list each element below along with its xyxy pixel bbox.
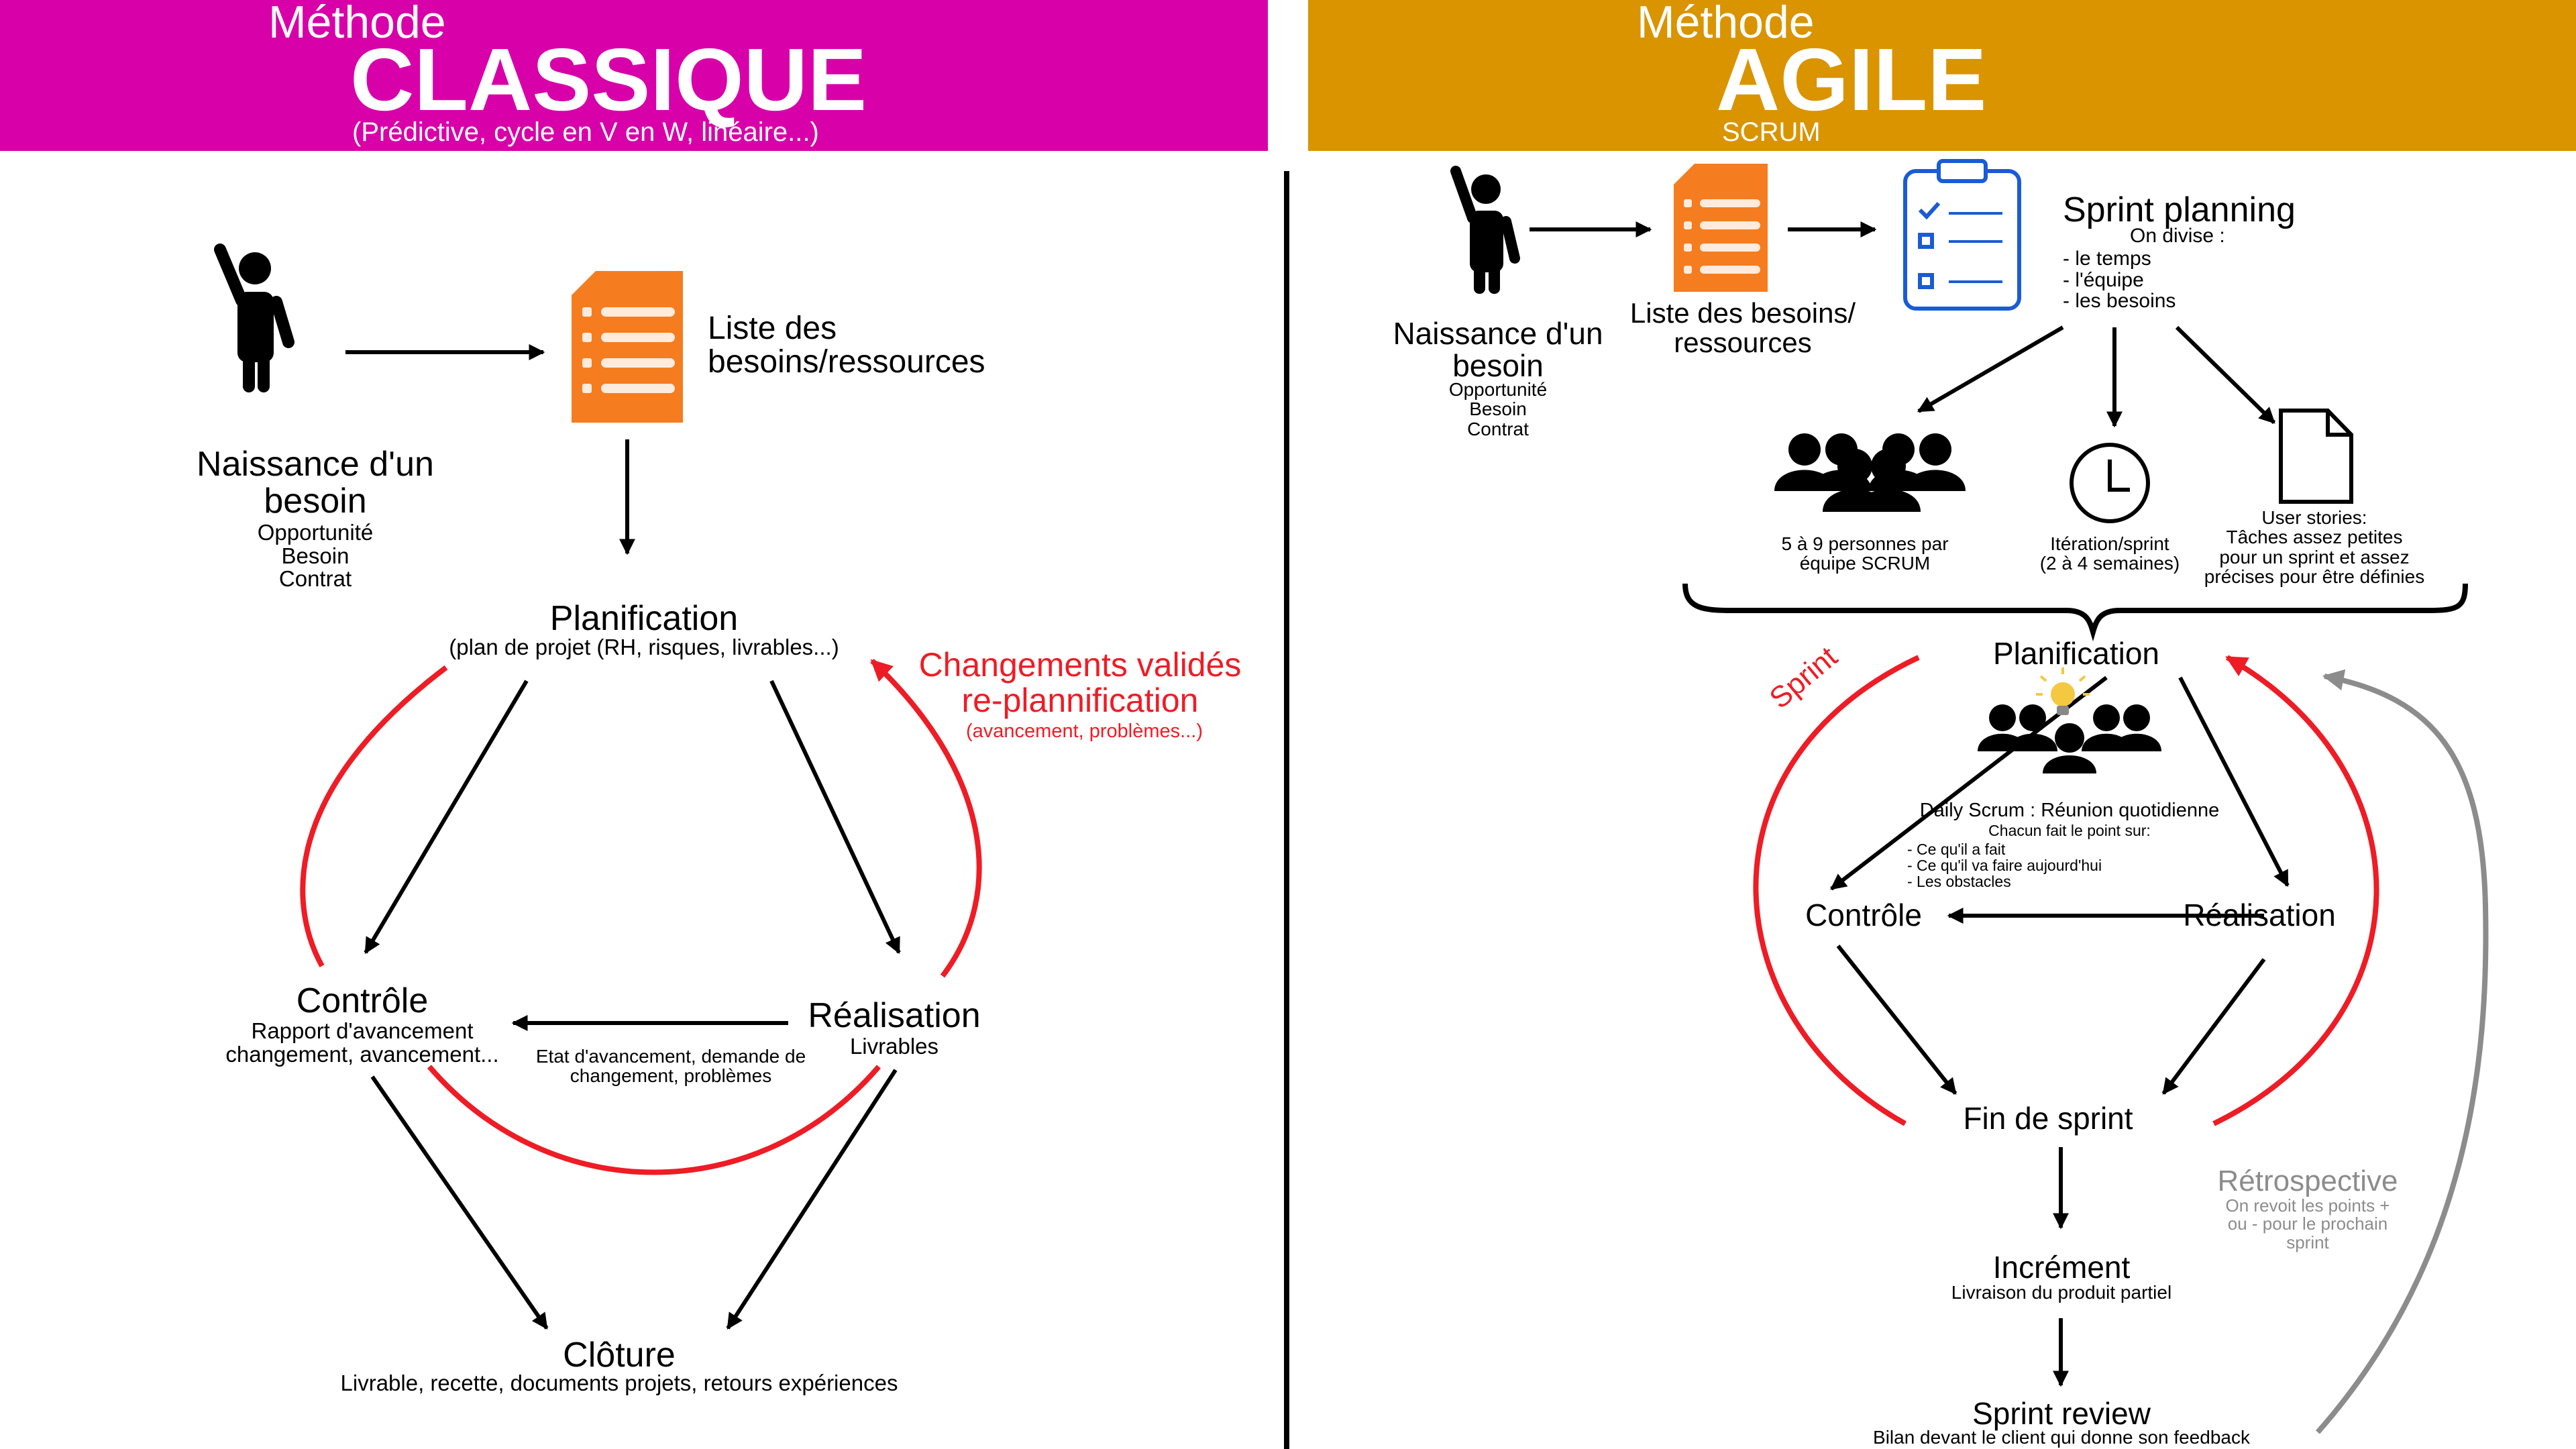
classic-controle-sub: Rapport d'avancement changement, avancem… — [225, 1018, 499, 1067]
agile-controle: Contrôle — [1805, 898, 1922, 932]
sprint-planning-title: Sprint planning — [2063, 191, 2296, 229]
classic-naissance-title: Naissance d'un besoin — [197, 445, 434, 521]
file-icon — [2279, 409, 2353, 504]
lightbulb-icon — [2036, 667, 2090, 715]
person-icon — [214, 244, 294, 392]
agile-title: AGILE — [1716, 30, 1987, 129]
agile-header — [1308, 0, 2576, 151]
document-icon — [572, 271, 683, 423]
classic-cloture-sub: Livrable, recette, documents projets, re… — [340, 1371, 898, 1395]
fin-de-sprint: Fin de sprint — [1963, 1101, 2133, 1136]
agile-sprint-cycle — [1753, 655, 2379, 1126]
daily-scrum-title: Daily Scrum : Réunion quotidienne — [1919, 800, 2220, 821]
classic-naissance-sub: Opportunité Besoin Contrat — [257, 520, 374, 592]
daily-scrum-items: - Ce qu'il a fait - Ce qu'il va faire au… — [1907, 841, 2102, 891]
classic-black-arrows — [345, 344, 901, 1330]
classic-planification-title: Planification — [549, 599, 739, 638]
classic-subtitle: (Prédictive, cycle en V en W, linéaire..… — [352, 117, 819, 147]
user-stories-label: User stories: Tâches assez petites pour … — [2204, 507, 2425, 588]
classic-title: CLASSIQUE — [350, 30, 867, 129]
classic-planification-sub: (plan de projet (RH, risques, livrables.… — [449, 635, 839, 659]
clipboard-icon — [1903, 159, 2021, 311]
retrospective-arrow — [2315, 669, 2489, 1434]
team-size-label: 5 à 9 personnes par équipe SCRUM — [1781, 533, 1949, 574]
agile-methode-label: Méthode — [1637, 0, 1815, 48]
sprint-planning-sub: On divise : — [2130, 225, 2225, 247]
agile-naissance-title: Naissance d'un besoin — [1393, 316, 1603, 384]
person-icon-agile — [1450, 166, 1520, 294]
classic-controle-title: Contrôle — [296, 981, 429, 1020]
retrospective-title: Rétrospective — [2217, 1165, 2398, 1197]
clock-icon — [2070, 443, 2150, 523]
agile-planification: Planification — [1992, 636, 2160, 671]
agile-subtitle: SCRUM — [1722, 117, 1821, 147]
brace — [1682, 583, 2468, 642]
iteration-label: Itération/sprint (2 à 4 semaines) — [2039, 533, 2180, 574]
classic-header — [0, 0, 1268, 151]
retrospective-sub: On revoit les points + ou - pour le proc… — [2225, 1195, 2390, 1252]
sprint-planning-items: - le temps - l'équipe - les besoins — [2063, 248, 2176, 312]
classic-changements-sub: (avancement, problèmes...) — [966, 720, 1203, 742]
classic-realisation-sub: Livrables — [849, 1034, 939, 1059]
daily-scrum-sub: Chacun fait le point sur: — [1988, 822, 2151, 839]
classic-methode-label: Méthode — [268, 0, 446, 48]
agile-black-arrows — [1529, 221, 2290, 1387]
classic-liste: Liste des besoins/ressources — [708, 311, 985, 380]
daily-team-icon — [1978, 704, 2161, 773]
agile-naissance-sub: Opportunité Besoin Contrat — [1448, 379, 1548, 439]
increment-sub: Livraison du produit partiel — [1951, 1282, 2172, 1303]
classic-etat-label: Etat d'avancement, demande de changement… — [535, 1046, 806, 1087]
agile-liste: Liste des besoins/ ressources — [1629, 297, 1856, 359]
classic-realisation-title: Réalisation — [808, 996, 981, 1035]
sprint-review-title: Sprint review — [1972, 1396, 2151, 1431]
sprint-review-sub: Bilan devant le client qui donne son fee… — [1873, 1427, 2250, 1448]
agile-realisation: Réalisation — [2183, 898, 2336, 932]
classic-cloture-title: Clôture — [563, 1336, 676, 1375]
classic-red-cycle — [300, 659, 982, 1175]
increment-title: Incrément — [1992, 1250, 2131, 1285]
document-icon-agile — [1674, 164, 1768, 292]
team-icon — [1774, 433, 1966, 512]
classic-changements-title: Changements validés re-plannification — [918, 646, 1242, 719]
